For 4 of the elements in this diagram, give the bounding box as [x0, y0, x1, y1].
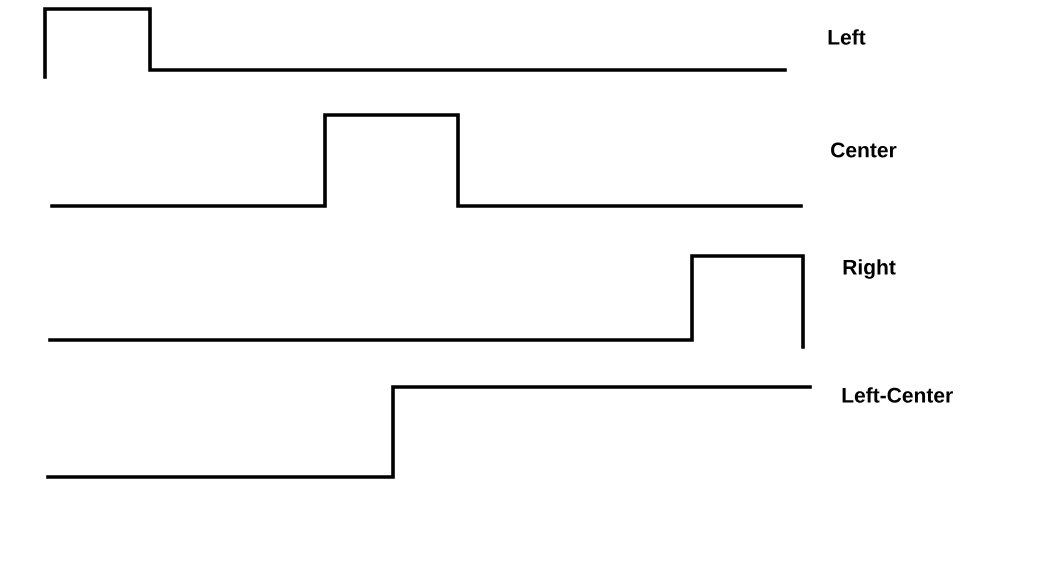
waveform-label: Left: [828, 29, 866, 45]
waveform-label: Center: [831, 142, 897, 158]
waveform-label: Left-Center: [842, 387, 953, 403]
waveform-label: Right: [843, 259, 896, 279]
